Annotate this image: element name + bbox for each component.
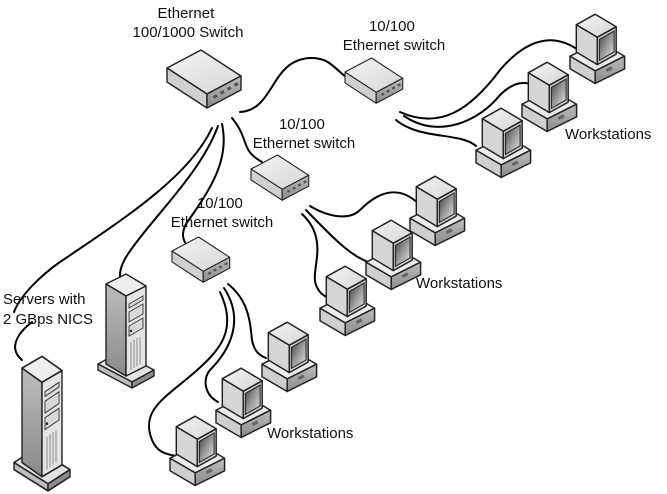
workstation-icon-a-3 xyxy=(475,107,532,179)
switch-c-label-line-2: Ethernet switch xyxy=(171,214,274,231)
cable-switch-a-ws-1 xyxy=(399,39,591,120)
cable-switch-b-ws-2 xyxy=(305,209,369,263)
cable-server-1-drop xyxy=(14,321,33,361)
server-icon-2 xyxy=(97,273,155,389)
servers-label-line-2: 2 GBps NICS xyxy=(3,311,93,328)
core-switch-label-line-2: 100/1000 Switch xyxy=(133,24,244,41)
workstation-icon-b-3 xyxy=(319,265,376,337)
switch-a-label-line-1: 10/100 xyxy=(369,18,415,35)
switch-a-icon xyxy=(344,57,404,104)
switch-c-label: 10/100 Ethernet switch xyxy=(171,195,274,231)
workstation-icon-b-1 xyxy=(409,175,466,247)
switch-b-label: 10/100 Ethernet switch xyxy=(253,116,356,152)
workstation-icon-c-2 xyxy=(215,367,272,439)
cable-switch-c-ws-3 xyxy=(147,291,229,457)
cable-switch-b-ws-1 xyxy=(309,191,421,218)
workstation-icon-c-1 xyxy=(261,321,318,393)
workstations-label-a: Workstations xyxy=(565,126,651,143)
servers-label: Servers with 2 GBps NICS xyxy=(3,291,93,328)
switch-b-label-line-1: 10/100 xyxy=(279,116,325,133)
cable-core-switch-c xyxy=(182,123,225,245)
cable-core-switch-b xyxy=(231,117,263,163)
workstation-icon-a-2 xyxy=(521,61,578,133)
workstation-icon-a-1 xyxy=(569,13,626,85)
cable-switch-a-ws-3 xyxy=(395,119,477,147)
cable-switch-c-ws-2 xyxy=(204,287,236,403)
switch-c-label-line-1: 10/100 xyxy=(197,195,243,212)
cable-core-switch-a xyxy=(239,56,351,113)
server-icon-1 xyxy=(13,355,71,492)
switch-a-label: 10/100 Ethernet switch xyxy=(343,18,446,54)
cable-core-server-2 xyxy=(119,125,219,285)
workstation-icon-c-3 xyxy=(169,415,226,487)
core-switch-label-line-1: Ethernet xyxy=(158,5,216,22)
workstations-label-c: Workstations xyxy=(267,425,353,442)
core-switch-label: Ethernet 100/1000 Switch xyxy=(133,5,244,41)
cable-switch-c-ws-1 xyxy=(227,283,267,359)
workstations-label-b: Workstations xyxy=(416,275,502,292)
cable-core-server-1 xyxy=(13,127,213,313)
switch-c-icon xyxy=(171,236,231,283)
core-switch-icon xyxy=(166,49,242,109)
switch-a-label-line-2: Ethernet switch xyxy=(343,37,446,54)
switch-b-label-line-2: Ethernet switch xyxy=(253,135,356,152)
cables xyxy=(13,39,591,457)
servers-label-line-1: Servers with xyxy=(3,291,86,308)
